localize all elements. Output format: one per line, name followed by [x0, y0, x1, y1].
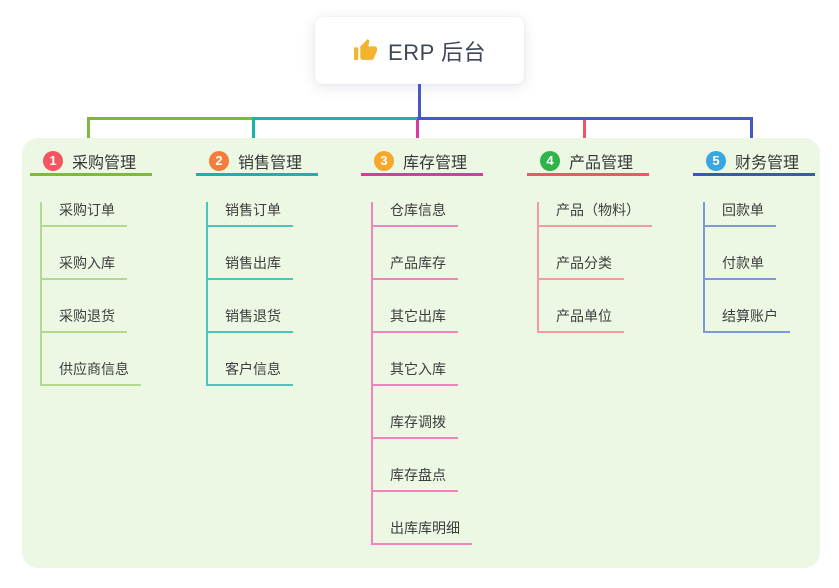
mindmap-node[interactable]: 产品（物料）	[539, 202, 652, 227]
branch-label: 库存管理	[403, 154, 468, 172]
mindmap-node[interactable]: 销售出库	[208, 255, 318, 280]
branch-children: 采购订单 采购入库 采购退货 供应商信息	[40, 202, 152, 386]
branch-label: 销售管理	[238, 154, 303, 172]
mindmap-node[interactable]: 其它入库	[373, 361, 483, 386]
branch-sales: 2 销售管理 销售订单 销售出库 销售退货 客户信息	[196, 148, 318, 386]
node-label: 回款单	[705, 202, 776, 227]
connector-bus-teal	[252, 117, 419, 120]
mindmap-node[interactable]: 出库库明细	[373, 520, 483, 545]
mindmap-node[interactable]: 销售退货	[208, 308, 318, 333]
mindmap-node[interactable]: 其它出库	[373, 308, 483, 333]
mindmap-node[interactable]: 结算账户	[705, 308, 815, 333]
connector-drop-finance	[750, 117, 753, 151]
mindmap-node[interactable]: 采购订单	[42, 202, 152, 227]
node-label: 产品（物料）	[539, 202, 652, 227]
connector-drop-inventory	[416, 120, 419, 151]
branch-children: 产品（物料） 产品分类 产品单位	[537, 202, 652, 333]
branch-finance: 5 财务管理 回款单 付款单 结算账户	[693, 148, 815, 333]
mindmap-node[interactable]: 采购退货	[42, 308, 152, 333]
branch-number-badge: 3	[374, 150, 394, 171]
connector-bus-green	[87, 117, 255, 120]
branch-children: 回款单 付款单 结算账户	[703, 202, 815, 333]
connector-root-stem	[418, 84, 421, 120]
branch-header-sales[interactable]: 2 销售管理	[196, 148, 318, 176]
node-label: 采购订单	[42, 202, 127, 227]
node-label: 其它入库	[373, 361, 458, 386]
branch-product: 4 产品管理 产品（物料） 产品分类 产品单位	[527, 148, 652, 333]
mindmap-node[interactable]: 仓库信息	[373, 202, 483, 227]
node-label: 销售订单	[208, 202, 293, 227]
branch-header-product[interactable]: 4 产品管理	[527, 148, 649, 176]
node-label: 采购入库	[42, 255, 127, 280]
node-label: 其它出库	[373, 308, 458, 333]
node-label: 出库库明细	[373, 520, 472, 545]
thumbs-up-icon	[354, 39, 377, 60]
canvas-panel	[22, 138, 820, 568]
mindmap-node[interactable]: 供应商信息	[42, 361, 152, 386]
node-label: 供应商信息	[42, 361, 141, 386]
branch-inventory: 3 库存管理 仓库信息 产品库存 其它出库 其它入库 库存调拨 库存盘点 出库库…	[361, 148, 483, 545]
node-label: 库存盘点	[373, 467, 458, 492]
branch-label: 财务管理	[735, 154, 800, 172]
node-label: 销售退货	[208, 308, 293, 333]
mindmap-node[interactable]: 销售订单	[208, 202, 318, 227]
node-label: 采购退货	[42, 308, 127, 333]
branch-header-finance[interactable]: 5 财务管理	[693, 148, 815, 176]
connector-drop-product	[583, 120, 586, 151]
mindmap-node[interactable]: 库存调拨	[373, 414, 483, 439]
connector-bus-blue	[417, 117, 753, 120]
node-label: 结算账户	[705, 308, 790, 333]
branch-label: 采购管理	[72, 154, 137, 172]
branch-number-badge: 2	[209, 150, 229, 171]
branch-label: 产品管理	[569, 154, 634, 172]
connector-drop-purchase	[87, 118, 90, 151]
root-title: ERP 后台	[388, 39, 486, 65]
node-label: 产品分类	[539, 255, 624, 280]
branch-header-purchase[interactable]: 1 采购管理	[30, 148, 152, 176]
node-label: 销售出库	[208, 255, 293, 280]
node-label: 付款单	[705, 255, 776, 280]
mindmap-node[interactable]: 回款单	[705, 202, 815, 227]
mindmap-node[interactable]: 产品分类	[539, 255, 649, 280]
mindmap-node[interactable]: 采购入库	[42, 255, 152, 280]
node-label: 客户信息	[208, 361, 293, 386]
thumbs-up-path	[354, 39, 377, 60]
branch-purchase: 1 采购管理 采购订单 采购入库 采购退货 供应商信息	[30, 148, 152, 386]
node-label: 产品单位	[539, 308, 624, 333]
branch-children: 仓库信息 产品库存 其它出库 其它入库 库存调拨 库存盘点 出库库明细	[371, 202, 483, 545]
branch-number-badge: 1	[43, 150, 63, 171]
branch-number-badge: 4	[540, 150, 560, 171]
branch-children: 销售订单 销售出库 销售退货 客户信息	[206, 202, 318, 386]
mindmap-node[interactable]: 产品库存	[373, 255, 483, 280]
branch-number-badge: 5	[706, 150, 726, 171]
root-node[interactable]: ERP 后台	[315, 17, 524, 84]
node-label: 库存调拨	[373, 414, 458, 439]
mindmap-node[interactable]: 库存盘点	[373, 467, 483, 492]
node-label: 产品库存	[373, 255, 458, 280]
node-label: 仓库信息	[373, 202, 458, 227]
mindmap-node[interactable]: 产品单位	[539, 308, 649, 333]
mindmap-node[interactable]: 付款单	[705, 255, 815, 280]
connector-drop-sales	[252, 118, 255, 151]
branch-header-inventory[interactable]: 3 库存管理	[361, 148, 483, 176]
mindmap-node[interactable]: 客户信息	[208, 361, 318, 386]
